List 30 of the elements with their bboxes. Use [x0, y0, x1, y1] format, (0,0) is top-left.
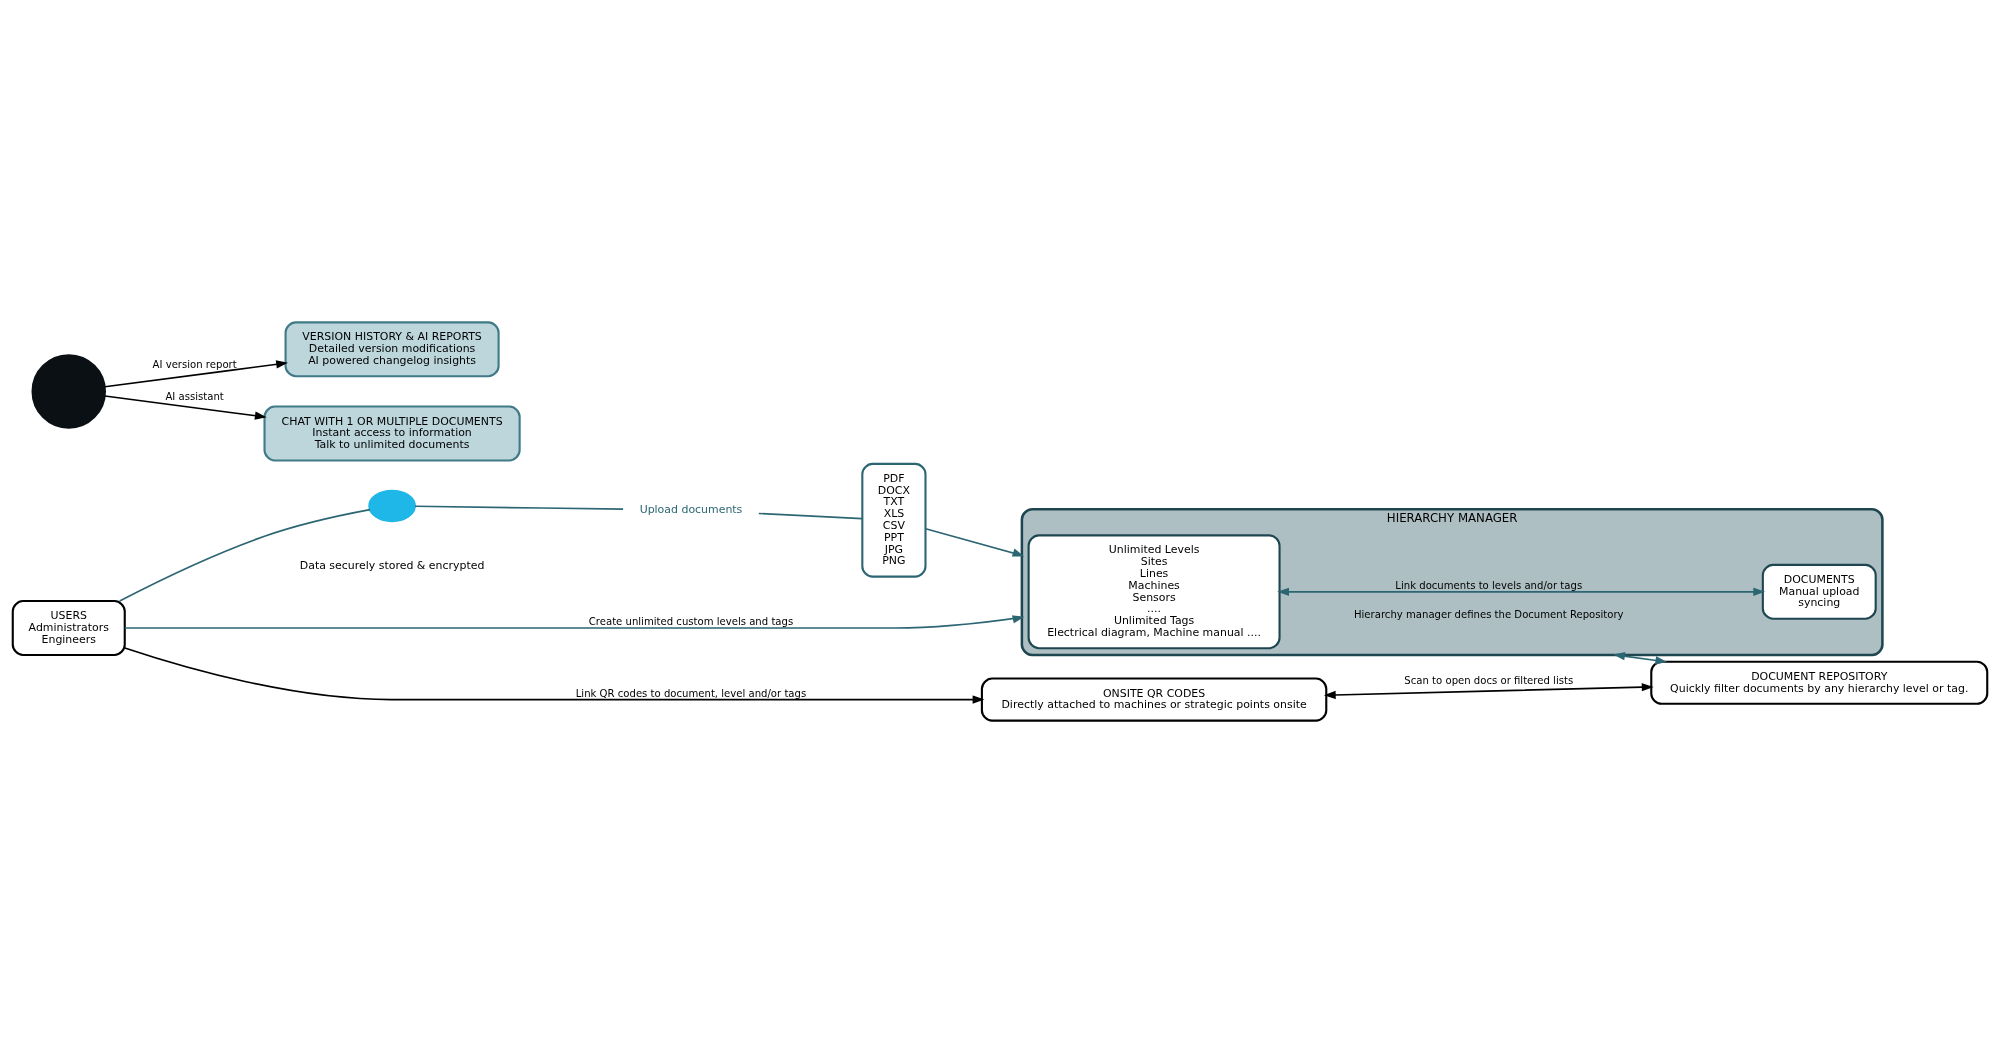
edge-label: AI assistant: [165, 391, 224, 403]
arrow: [124, 647, 985, 704]
node-box: ONSITE QR CODES Directly attached to machines or strategic points onsite: [980, 677, 1328, 722]
arrow: [123, 615, 1025, 629]
node-circle: [31, 354, 106, 429]
node-box: DOCUMENT REPOSITORY Quickly filter documents by any hierarchy level or tag.: [1650, 660, 1989, 705]
edge-label: Link QR codes to document, level and/or tags: [575, 687, 807, 699]
node-box: PDF DOCX TXT XLS CSV PPT JPG PNG: [861, 462, 927, 578]
arrow: [1613, 652, 1668, 665]
edge-label: AI version report: [152, 358, 237, 370]
connector: [414, 505, 624, 510]
node-box: CHAT WITH 1 OR MULTIPLE DOCUMENTS Instant access to information Talk to unlimited documents: [263, 405, 521, 462]
node-box: DOCUMENTS Manual upload syncing: [1761, 563, 1877, 620]
node-cloud: [368, 489, 416, 523]
arrow: [1277, 587, 1766, 596]
connector: [118, 508, 371, 602]
node-box: Unlimited Levels Sites Lines Machines Sensors .... Unlimited Tags Electrical diagram, Machine manual ....: [1027, 534, 1281, 650]
arrow: [104, 395, 267, 420]
node-box: USERS Administrators Engineers: [11, 600, 126, 656]
connector: [758, 512, 863, 520]
arrow: [104, 360, 288, 388]
edge-label: Scan to open docs or filtered lists: [1404, 675, 1574, 687]
edge-label: Link documents to levels and/or tags: [1395, 579, 1583, 591]
node-label: Data securely stored & encrypted: [299, 559, 485, 573]
node-text: Upload documents: [639, 503, 743, 516]
edge-label: Create unlimited custom levels and tags: [588, 616, 794, 628]
node-box: VERSION HISTORY & AI REPORTS Detailed version modifications AI powered changelog insights: [284, 321, 500, 378]
edge-label: Hierarchy manager defines the Document Repository: [1353, 609, 1624, 621]
arrow: [924, 527, 1025, 557]
arrow: [1323, 683, 1654, 700]
